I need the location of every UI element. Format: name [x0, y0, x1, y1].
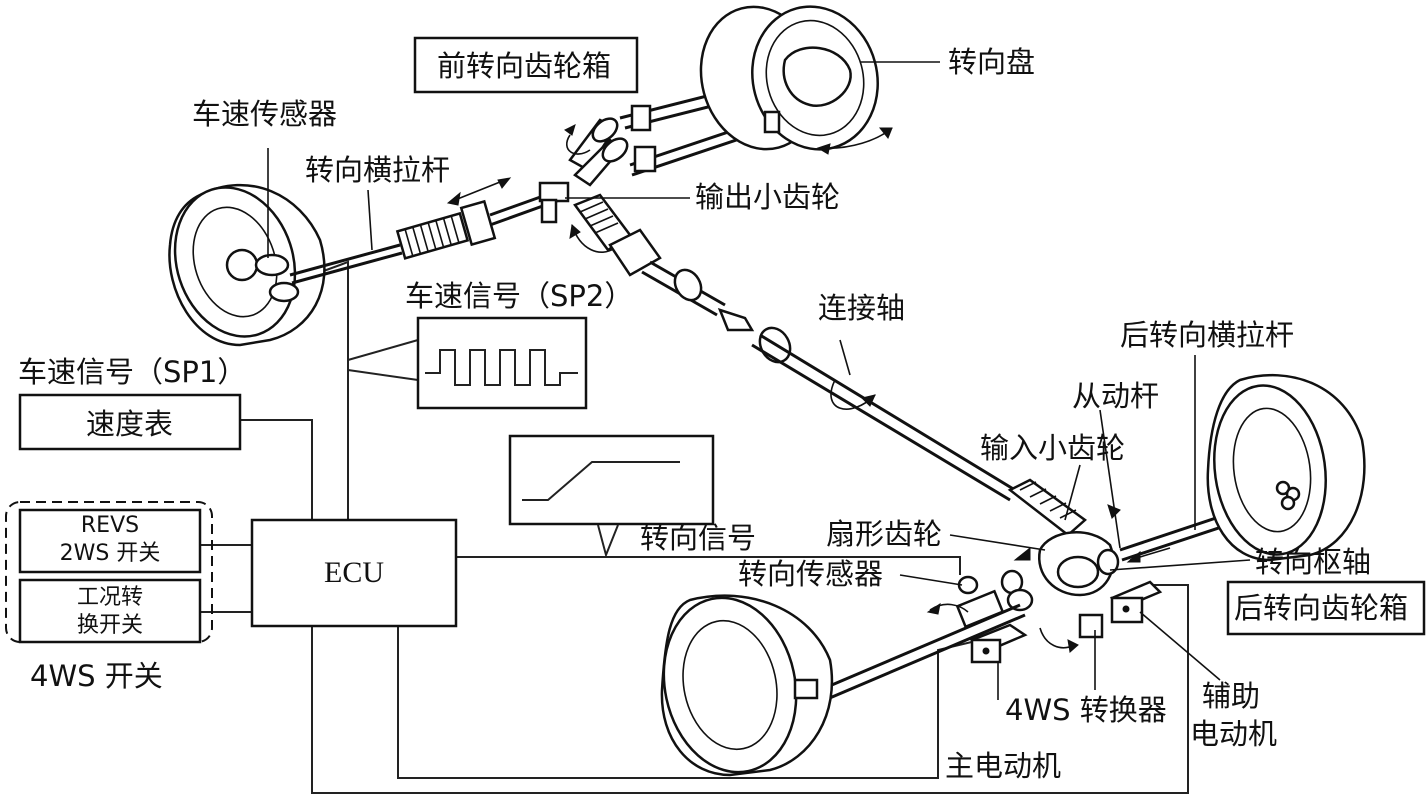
steering-wheel-label: 转向盘	[948, 45, 1035, 79]
ecu-label: ECU	[324, 556, 384, 589]
revs-label-line1: REVS	[81, 513, 139, 538]
steering-pivot-label: 转向枢轴	[1255, 545, 1371, 579]
main-motor-label: 主电动机	[945, 749, 1061, 783]
driven-lever-label: 从动杆	[1072, 379, 1159, 413]
revs-switch-box[interactable]	[18, 508, 202, 574]
main-motor	[969, 623, 1028, 700]
aux-motor-label-line2: 电动机	[1190, 717, 1277, 751]
rear-gearbox-box	[1226, 580, 1426, 636]
mode-switch-label-line1: 工况转	[77, 585, 143, 610]
speedometer-label: 速度表	[86, 407, 173, 441]
steering-sensor-label: 转向传感器	[738, 557, 883, 591]
front-gearbox-label: 前转向齿轮箱	[437, 49, 611, 83]
speed-signal-sp2-label: 车速信号（SP2）	[405, 279, 633, 313]
tie-rod-label: 转向横拉杆	[305, 153, 450, 187]
four-ws-switch-label: 4WS 开关	[30, 659, 163, 693]
rear-left-wheel	[660, 594, 834, 777]
rear-left-axle	[819, 589, 1104, 702]
speedometer-box	[18, 393, 242, 451]
sp2-waveform-box	[416, 316, 588, 410]
steering-signal-box	[508, 434, 715, 526]
mode-switch-label-line2: 换开关	[77, 613, 143, 638]
front-gearbox	[538, 117, 629, 224]
input-pinion-label: 输入小齿轮	[980, 431, 1125, 465]
output-pinion-label: 输出小齿轮	[695, 180, 840, 214]
rear-right-wheel	[1206, 373, 1366, 562]
connecting-shaft	[569, 193, 1016, 502]
speed-signal-sp1-label: 车速信号（SP1）	[18, 355, 246, 389]
rear-gearbox-label: 后转向齿轮箱	[1234, 591, 1408, 625]
sector-gear-label: 扇形齿轮	[826, 517, 942, 551]
front-gearbox-box	[413, 36, 639, 94]
rear-gearbox	[957, 478, 1121, 612]
four-ws-converter-label: 4WS 转换器	[1005, 693, 1167, 727]
connecting-shaft-label: 连接轴	[818, 291, 905, 325]
mode-switch-box[interactable]	[18, 578, 202, 644]
front-left-wheel	[168, 148, 326, 347]
aux-motor-label-line1: 辅助	[1202, 679, 1260, 713]
sp2-waveform	[425, 349, 578, 386]
aux-motor	[1109, 580, 1221, 681]
leader-lines	[565, 61, 1251, 586]
speed-sensor-label: 车速传感器	[192, 97, 337, 131]
steering-wheel	[619, 5, 893, 177]
steering-signal-trace	[522, 461, 680, 501]
revs-label-line2: 2WS 开关	[60, 541, 161, 566]
front-tie-rod	[289, 177, 566, 285]
ecu-box	[250, 518, 458, 628]
steering-signal-label: 转向信号	[640, 521, 756, 555]
rear-tie-rod-label: 后转向横拉杆	[1120, 318, 1294, 352]
